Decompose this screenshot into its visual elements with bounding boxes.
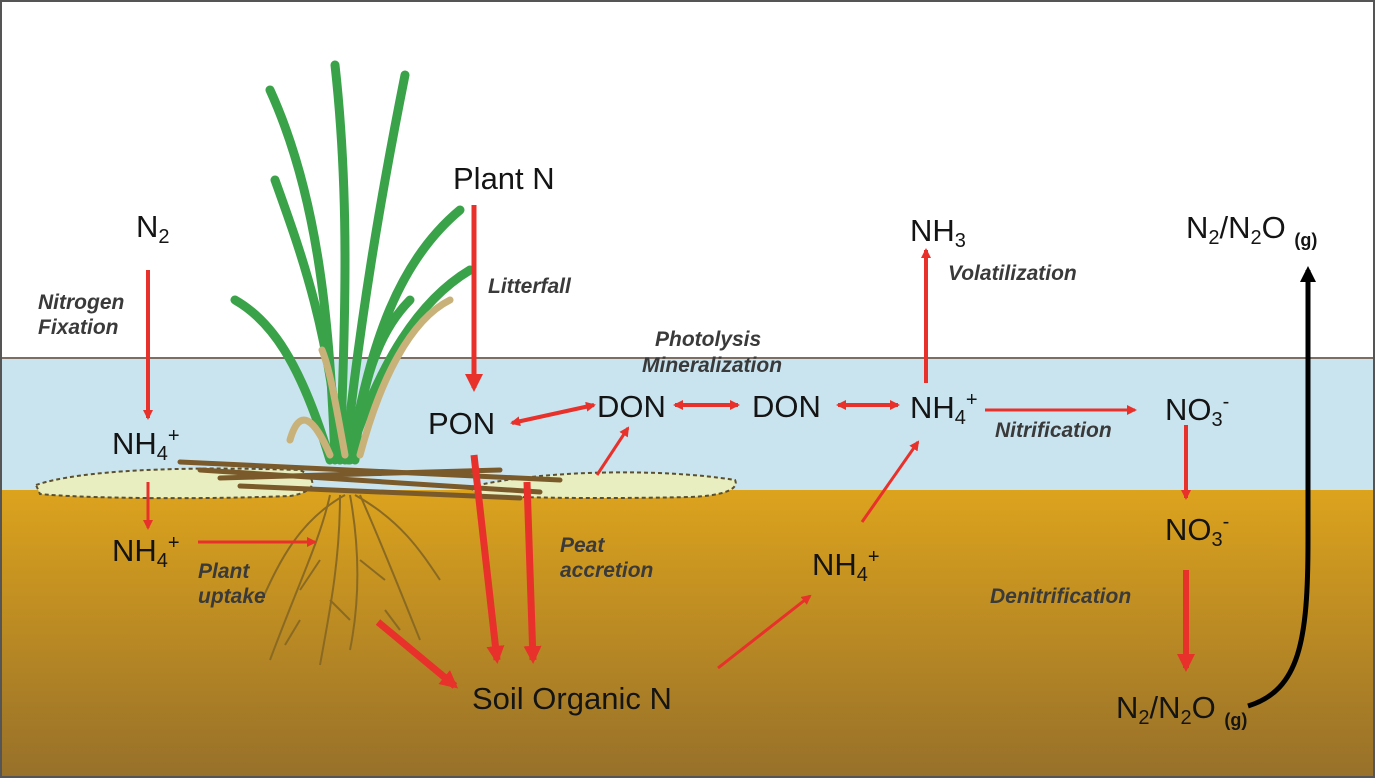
arrow-pon-son-1 — [470, 454, 505, 664]
pool-soil-organic-n: Soil Organic N — [472, 681, 672, 716]
arrow-pon-son-2 — [523, 481, 542, 664]
plant-grass-icon — [230, 60, 475, 465]
process-nitrification: Nitrification — [995, 419, 1112, 442]
water-layer — [0, 358, 1375, 490]
arrow-nh4-up — [860, 440, 920, 523]
pool-pon: PON — [428, 406, 496, 441]
pool-don-left: DON — [597, 389, 666, 424]
arrow-mat-don — [595, 426, 630, 476]
pool-nh3: NH3 — [910, 213, 966, 252]
pool-don-right: DON — [752, 389, 821, 424]
pool-no3-water: NO3- — [1165, 391, 1230, 431]
process-volatilization: Volatilization — [948, 262, 1077, 285]
process-mineralization: Mineralization — [642, 354, 783, 377]
pool-no3-soil: NO3- — [1165, 511, 1230, 551]
pool-nh4-soil: NH4+ — [112, 532, 180, 572]
process-photolysis: Photolysis — [655, 328, 762, 351]
pool-n2-n2o-soil: N2/N2O (g) — [1116, 690, 1248, 730]
process-denitrification: Denitrification — [990, 585, 1132, 608]
pool-nh4-water: NH4+ — [112, 425, 180, 465]
soil-layer — [0, 490, 1375, 778]
sky-layer — [0, 0, 1375, 358]
flux-arrows — [143, 205, 1195, 689]
arrow-son-nh4 — [717, 594, 812, 670]
litter-mat-icon — [34, 459, 737, 501]
pool-nh4-water-right: NH4+ — [910, 389, 978, 429]
arrow-roots-son — [375, 619, 459, 689]
pool-plant-n: Plant N — [453, 161, 555, 196]
arrow-pon-don — [510, 401, 596, 427]
arrow-gas-escape — [1247, 266, 1316, 709]
pool-n2-n2o-atm: N2/N2O (g) — [1186, 210, 1318, 250]
pool-n2: N2 — [136, 209, 170, 248]
process-litterfall: Litterfall — [488, 275, 571, 298]
pool-nh4-soil-right: NH4+ — [812, 546, 880, 586]
